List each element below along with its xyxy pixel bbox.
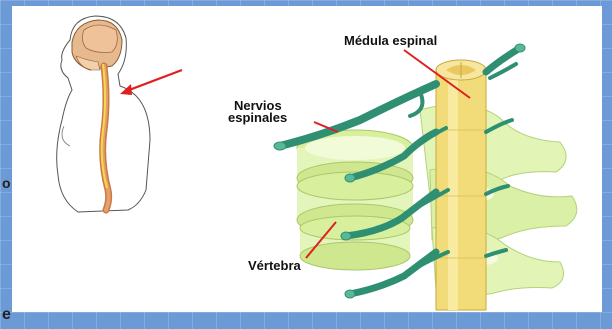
edge-glyph-bottom: e	[2, 306, 11, 324]
spine-detail	[274, 44, 577, 310]
edge-glyph-mid: o	[2, 175, 11, 191]
spinal-cord	[436, 60, 486, 310]
label-vertebra: Vértebra	[248, 259, 301, 272]
label-espinales: espinales	[228, 111, 287, 124]
label-medula-espinal: Médula espinal	[344, 34, 437, 47]
human-figure	[57, 16, 182, 212]
pointer-arrow	[124, 70, 182, 92]
